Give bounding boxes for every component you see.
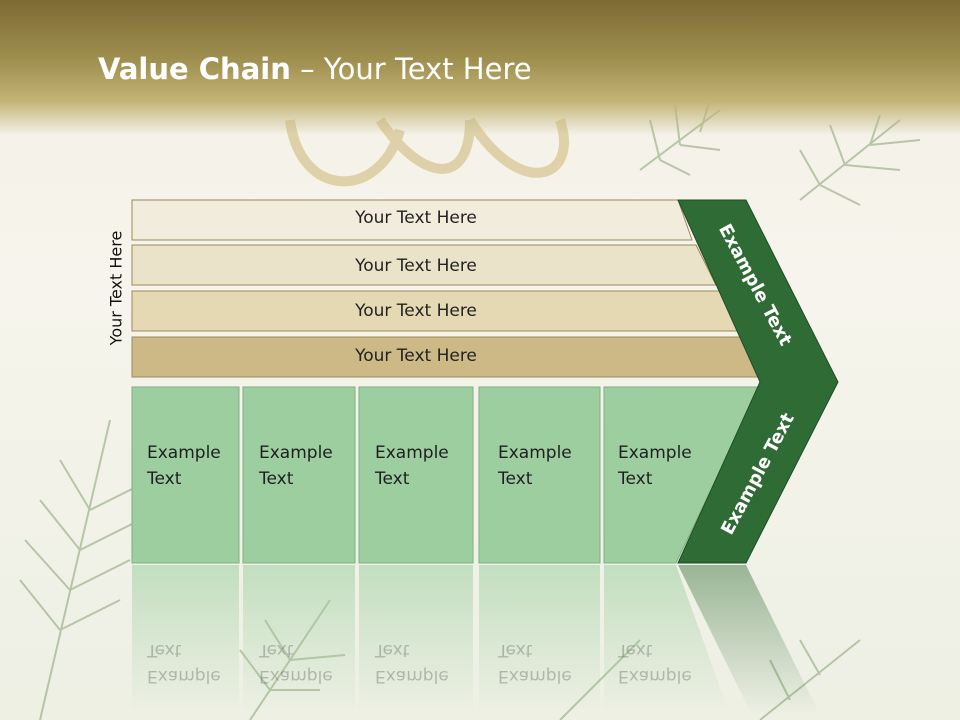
reflection-label-3: Example Text <box>375 640 449 686</box>
support-bar-2-label: Your Text Here <box>355 256 477 276</box>
support-bar-1-label: Your Text Here <box>355 208 477 228</box>
reflection-chevron <box>678 565 820 715</box>
slide-title-bold: Value Chain <box>98 52 291 86</box>
primary-column-1 <box>131 386 240 564</box>
reflection-column-4 <box>479 565 600 715</box>
reflection-column-2 <box>243 565 355 715</box>
support-bar-1 <box>131 199 693 241</box>
primary-column-4 <box>478 386 601 564</box>
primary-column-1-label: Example Text <box>147 443 221 489</box>
primary-column-3 <box>358 386 474 564</box>
diagram-reflection: Example Text Example Text Example Text E… <box>0 563 960 720</box>
support-bar-3-label: Your Text Here <box>355 301 477 321</box>
margin-chevron <box>677 199 839 564</box>
ornament-icon <box>285 117 569 187</box>
reflection-label-1: Example Text <box>147 640 221 686</box>
slide-title-rest: – Your Text Here <box>290 52 532 86</box>
primary-column-3-label: Example Text <box>375 443 449 489</box>
primary-column-2 <box>242 386 356 564</box>
reflection-label-4: Example Text <box>498 640 572 686</box>
reflection-column-1 <box>132 565 239 715</box>
reflection-column-5 <box>604 565 730 715</box>
primary-column-5 <box>603 386 761 564</box>
primary-column-4-label: Example Text <box>498 443 572 489</box>
support-bar-4-label: Your Text Here <box>355 346 477 366</box>
slide-title: Value Chain – Your Text Here <box>98 52 532 86</box>
reflection-column-3 <box>359 565 473 715</box>
primary-column-2-label: Example Text <box>259 443 333 489</box>
title-bar <box>0 0 960 135</box>
reflection-label-5: Example Text <box>618 640 692 686</box>
support-activities-label: Your Text Here <box>106 230 126 346</box>
reflection-label-2: Example Text <box>259 640 333 686</box>
primary-column-5-label: Example Text <box>618 443 692 489</box>
